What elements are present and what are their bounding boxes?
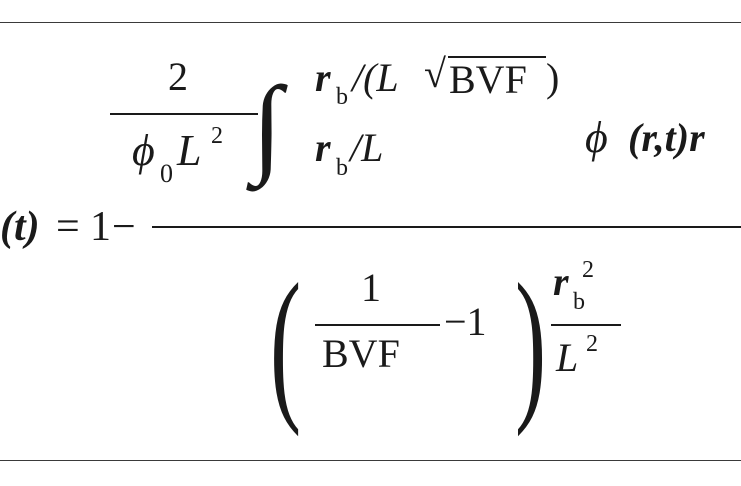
upper-limit-close-paren: ) [546, 55, 560, 100]
denominator-close-paren: ) [515, 249, 547, 437]
rb-over-L-exponent: 2 [586, 331, 598, 357]
denominator-open-paren: ( [270, 249, 302, 437]
coefficient-fraction-bar [110, 113, 258, 115]
integrand-phi: ϕ [585, 113, 608, 162]
minus-one: −1 [444, 299, 487, 344]
denominator-fraction-bar [315, 324, 440, 326]
one: 1 [90, 204, 111, 250]
rb-squared-subscript: b [573, 289, 585, 315]
upper-limit-subscript: b [336, 84, 348, 110]
lower-limit-r: r [315, 125, 331, 170]
lower-limit-subscript: b [336, 155, 348, 181]
sqrt-sign: √ [424, 51, 446, 96]
coefficient-L: L [177, 126, 202, 175]
denominator-fraction-numerator: 1 [361, 265, 381, 310]
minus-sign: − [112, 204, 136, 250]
phi0-subscript: 0 [160, 159, 173, 188]
denominator-fraction-denominator: BVF [322, 331, 400, 376]
sqrt-argument: BVF [449, 57, 527, 102]
sqrt-vinculum [448, 56, 546, 58]
bottom-rule [0, 460, 741, 461]
rb-squared-exponent: 2 [582, 257, 594, 283]
coefficient-numerator: 2 [168, 54, 188, 99]
lhs-time-argument: (t) [0, 204, 40, 250]
rb-squared-r: r [553, 259, 569, 304]
rb-over-L-fraction-bar [551, 324, 621, 326]
upper-limit-r: r [315, 55, 331, 100]
integrand-arguments: (r,t)r [628, 115, 705, 160]
equals-sign: = [56, 204, 80, 250]
lower-limit-rest: /L [350, 125, 384, 170]
rb-over-L-L: L [556, 335, 579, 380]
top-rule [0, 22, 741, 23]
main-fraction-bar [152, 226, 741, 228]
integral-sign: ∫ [252, 64, 283, 186]
phi0-phi: ϕ [132, 126, 155, 175]
upper-limit-rest: /(L [352, 55, 399, 100]
coefficient-L-exponent: 2 [211, 123, 223, 149]
